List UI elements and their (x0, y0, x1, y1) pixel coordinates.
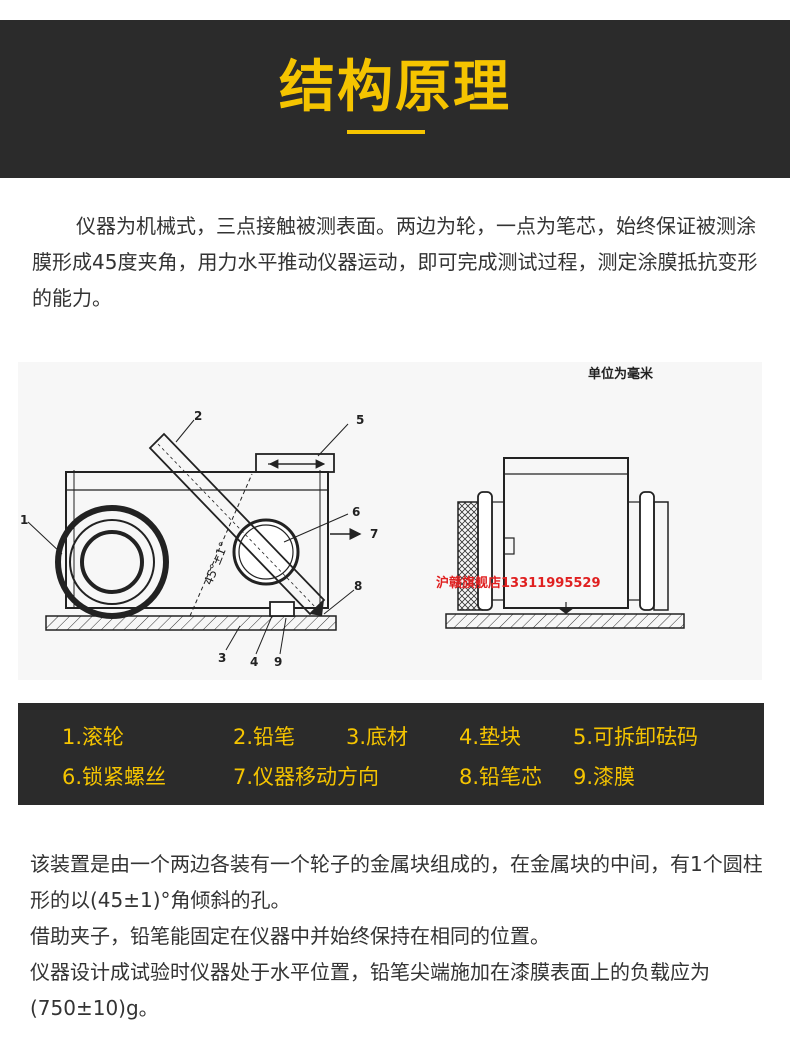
legend-item-pencil: 2.铅笔 (233, 725, 296, 749)
header-banner: 结构原理 (0, 20, 790, 178)
front-view (445, 457, 685, 629)
legend-item-pad: 4.垫块 (459, 725, 522, 749)
section-title: 结构原理 (279, 55, 511, 120)
callout-4: 4 (250, 655, 258, 669)
legend-item-film: 9.漆膜 (573, 765, 636, 789)
legend-item-roller: 1.滚轮 (62, 725, 125, 749)
callout-2: 2 (194, 409, 202, 423)
callout-9: 9 (274, 655, 282, 669)
structure-diagram: 单位为毫米 (18, 362, 762, 680)
callout-8: 8 (354, 579, 362, 593)
legend-item-substrate: 3.底材 (346, 725, 409, 749)
substrate (45, 615, 337, 631)
callout-5: 5 (356, 413, 364, 427)
pad-block (269, 601, 295, 617)
title-underline (347, 130, 425, 134)
side-view: 45°±1° 1 2 3 4 5 6 7 8 9 (20, 409, 378, 669)
intro-paragraph: 仪器为机械式，三点接触被测表面。两边为轮，一点为笔芯，始终保证被测涂膜形成45度… (32, 214, 758, 310)
legend-item-screw: 6.锁紧螺丝 (62, 765, 167, 789)
description-line: 仪器设计成试验时仪器处于水平位置，铅笔尖端施加在漆膜表面上的负载应为 (750±… (30, 960, 710, 1020)
callout-7: 7 (370, 527, 378, 541)
description-line: 该装置是由一个两边各装有一个轮子的金属块组成的，在金属块的中间，有1个圆柱形的以… (30, 852, 763, 912)
instrument-body (65, 471, 329, 609)
locking-screw (232, 518, 300, 586)
angle-label: 45°±1° (201, 540, 231, 587)
roller-wheel (55, 505, 169, 619)
pencil (148, 432, 326, 616)
legend-item-weight: 5.可拆卸砝码 (573, 725, 699, 749)
legend-item-direction: 7.仪器移动方向 (233, 765, 380, 789)
description-line: 借助夹子，铅笔能固定在仪器中并始终保持在相同的位置。 (30, 924, 550, 948)
callout-6: 6 (352, 505, 360, 519)
wheel-right-front (653, 501, 669, 611)
unit-label: 单位为毫米 (588, 366, 654, 382)
pencil-lead (310, 600, 324, 616)
substrate-front (445, 613, 685, 629)
description-section: 该装置是由一个两边各装有一个轮子的金属块组成的，在金属块的中间，有1个圆柱形的以… (30, 846, 770, 1026)
shop-watermark: 沪赣旗舰店13311995529 (436, 575, 601, 591)
legend-panel: 1.滚轮 2.铅笔 3.底材 4.垫块 5.可拆卸砝码 6.锁紧螺丝 7.仪器移… (18, 703, 764, 805)
diagram-svg: 单位为毫米 (20, 366, 685, 669)
callout-1: 1 (20, 513, 28, 527)
callout-3: 3 (218, 651, 226, 665)
removable-weight (255, 453, 335, 473)
legend-item-lead: 8.铅笔芯 (459, 765, 543, 789)
